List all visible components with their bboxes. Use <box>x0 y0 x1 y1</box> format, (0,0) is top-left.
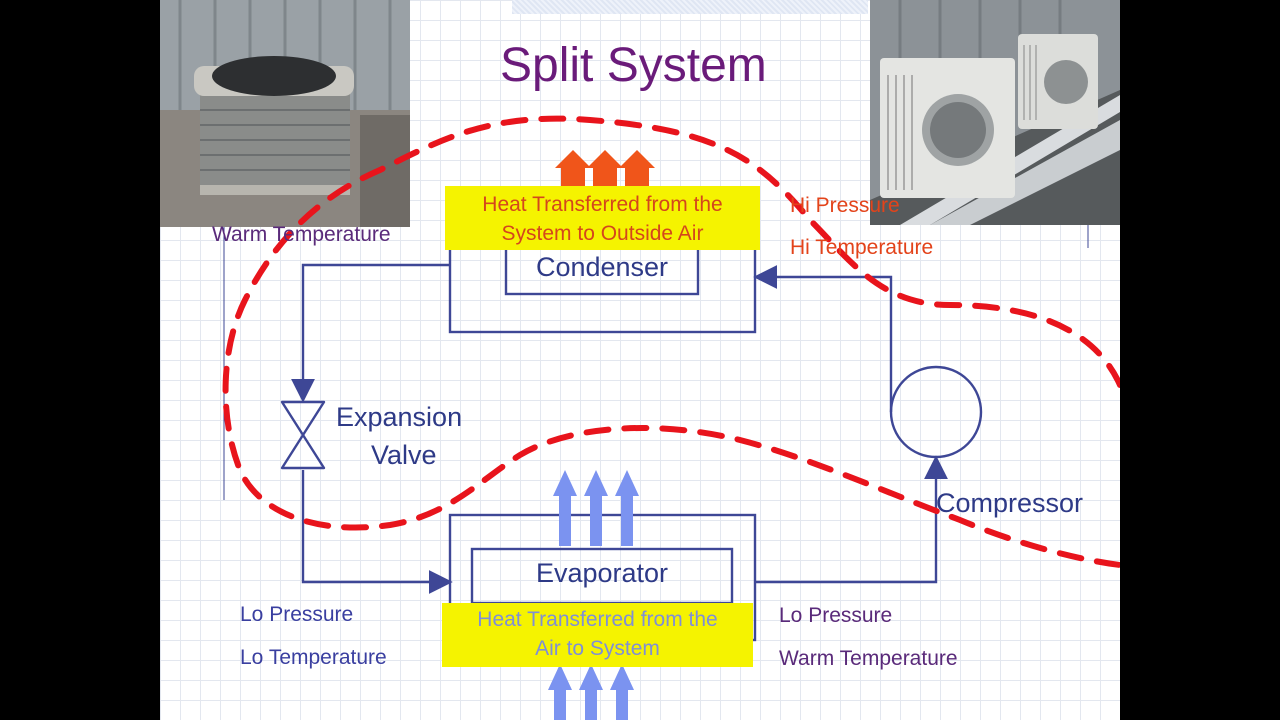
pipe-evaporator-to-compressor <box>755 455 948 584</box>
expansion-valve-label-line1: Expansion <box>336 402 463 432</box>
slide-title: Split System <box>500 39 767 92</box>
pipe-condenser-to-valve <box>291 263 450 403</box>
hot-arrow <box>619 150 655 186</box>
refrigeration-cycle-diagram <box>223 150 1089 720</box>
mini-split-outdoor-units-photo <box>870 0 1120 225</box>
condenser-outlet-temp-label: Warm Temperature <box>212 223 391 246</box>
pipe-valve-to-evaporator <box>301 470 453 594</box>
heat-out-banner: Heat Transferred from the System to Outs… <box>445 186 760 250</box>
evap-inlet-pressure-label: Lo Pressure <box>240 603 354 626</box>
expansion-valve-label-line2: Valve <box>371 440 437 470</box>
evap-outlet-pressure-label: Lo Pressure <box>779 604 893 627</box>
hi-pressure-label: Hi Pressure <box>790 194 900 217</box>
outdoor-condensing-unit-photo <box>160 0 410 227</box>
hot-arrow <box>587 150 623 186</box>
heat-in-banner-line2: Air to System <box>535 637 660 660</box>
hi-temperature-label: Hi Temperature <box>790 236 934 259</box>
evap-inlet-temp-label: Lo Temperature <box>240 646 387 669</box>
cold-arrow <box>615 470 639 546</box>
heat-in-banner: Heat Transferred from the Air to System <box>442 603 753 667</box>
cold-arrow <box>548 664 572 720</box>
heat-out-banner-line1: Heat Transferred from the <box>482 193 723 216</box>
evaporator-label: Evaporator <box>535 558 669 588</box>
cold-arrow <box>553 470 577 546</box>
heat-out-banner-line2: System to Outside Air <box>501 222 704 245</box>
air-arrows-bottom <box>548 664 634 720</box>
air-arrows-top <box>553 470 639 546</box>
evap-outlet-temp-label: Warm Temperature <box>779 647 958 670</box>
compressor-symbol <box>889 365 983 459</box>
heat-out-arrows <box>555 150 655 186</box>
cold-arrow <box>579 664 603 720</box>
pipe-compressor-to-condenser <box>753 265 893 412</box>
hot-arrow <box>555 150 591 186</box>
slide: Split System Condenser Evaporator Expans… <box>160 0 1120 720</box>
cold-arrow <box>584 470 608 546</box>
dashed-envelope-outline <box>222 115 1120 568</box>
heat-in-banner-line1: Heat Transferred from the <box>477 608 718 631</box>
compressor-label: Compressor <box>936 488 1084 518</box>
condenser-label: Condenser <box>535 252 669 282</box>
dashed-envelope <box>222 115 1120 568</box>
expansion-valve-symbol <box>280 400 326 470</box>
top-decorative-strip <box>512 0 868 14</box>
cold-arrow <box>610 664 634 720</box>
